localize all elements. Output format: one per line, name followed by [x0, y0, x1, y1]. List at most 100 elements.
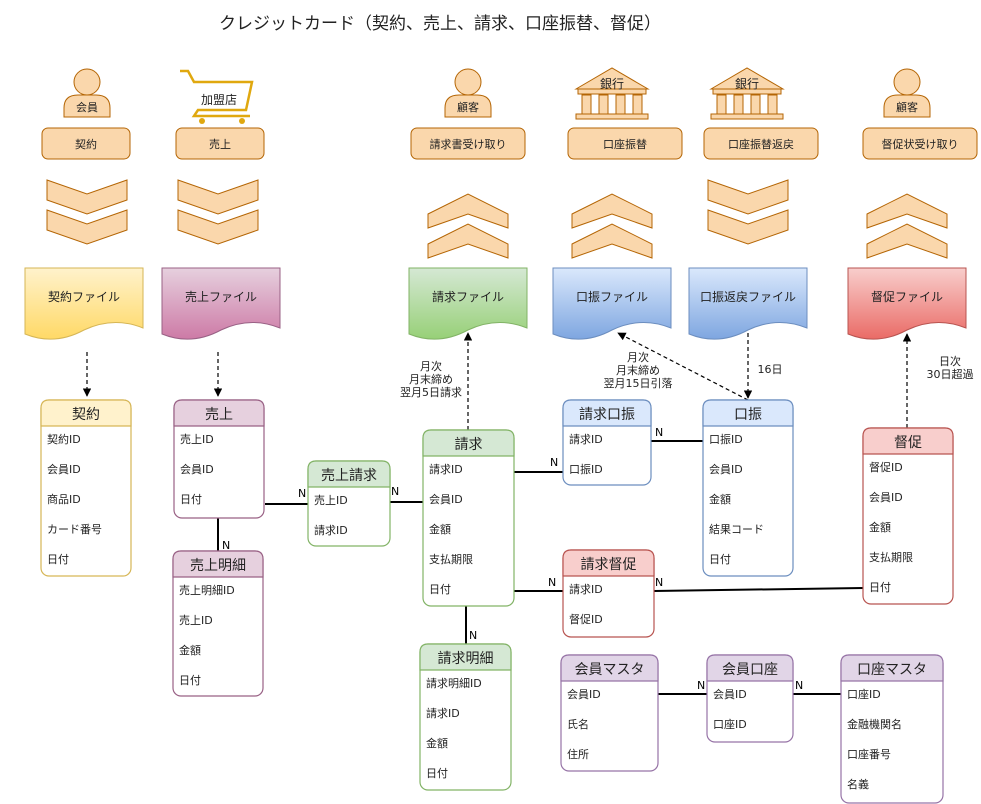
data-flows	[82, 332, 912, 430]
file-sales: 売上ファイル	[161, 267, 281, 340]
document-shape-icon	[552, 267, 672, 340]
chevron-segment	[427, 223, 509, 259]
entity-field: 日付	[709, 553, 731, 566]
entity-field: 日付	[429, 583, 451, 596]
actor-member: 会員	[63, 68, 111, 118]
entity-field: 売上ID	[179, 614, 213, 627]
entity-name: 契約	[72, 407, 100, 423]
cardinality-label: N	[697, 679, 705, 692]
entity-name: 請求	[455, 437, 483, 453]
process-label: 請求書受け取り	[430, 137, 507, 151]
bank-beam-icon	[577, 88, 647, 95]
entity-header	[562, 399, 652, 427]
chevron-row	[46, 179, 948, 259]
entity-name: 請求督促	[581, 557, 637, 573]
entity-field: 金額	[709, 492, 731, 506]
timing-note: 月次	[420, 359, 442, 373]
document-shape-icon	[161, 267, 281, 340]
chevron-segment	[177, 179, 259, 215]
chevron-segment	[866, 223, 948, 259]
process-box	[567, 127, 683, 160]
file-billing: 請求ファイル	[408, 267, 528, 340]
timing-note: 翌月15日引落	[604, 376, 673, 390]
entity-header	[172, 550, 264, 578]
entity-header	[862, 427, 954, 455]
process-sales: 売上	[175, 127, 265, 160]
actor-bank: 銀行	[574, 67, 650, 120]
entity-field: 日付	[179, 674, 201, 687]
relations	[217, 440, 864, 695]
actor-label: 銀行	[735, 77, 759, 91]
document-shape-icon	[688, 267, 808, 340]
entity-name: 口座マスタ	[857, 662, 927, 678]
timing-note: 月末締め	[616, 363, 660, 377]
entity-field: 日付	[180, 493, 202, 506]
cardinality-label: N	[550, 456, 558, 469]
bank-column-icon	[632, 94, 643, 115]
chevron-segment	[866, 193, 948, 229]
document-shape-icon	[847, 267, 967, 340]
entity-name: 売上請求	[321, 468, 377, 484]
entity-header	[840, 654, 944, 682]
actor-customer: 顧客	[883, 68, 931, 118]
entity-field: 請求ID	[314, 523, 348, 537]
chevron-segment	[177, 209, 259, 245]
entity-header	[702, 399, 794, 427]
chevron-segment	[46, 209, 128, 245]
entity-name: 会員口座	[722, 662, 778, 678]
actor-customer: 顧客	[444, 68, 492, 118]
cardinality-label: N	[222, 539, 230, 552]
bank-column-icon	[716, 94, 727, 115]
flow-transfer-transferfile	[617, 332, 749, 401]
timing-note: 16日	[758, 363, 783, 376]
process-transfer-return: 口座振替返戻	[703, 127, 819, 160]
person-icon	[883, 94, 931, 118]
process-dunning-receipt: 督促状受け取り	[862, 127, 978, 160]
entities: 契約契約ID会員ID商品IDカード番号日付売上売上ID会員ID日付売上明細売上明…	[40, 399, 954, 804]
entity-name: 督促	[894, 435, 922, 451]
actor-store: 加盟店	[180, 69, 254, 124]
entity-field: 口座ID	[713, 717, 747, 731]
entity-field: 売上ID	[314, 494, 348, 507]
entity-field: 会員ID	[713, 688, 747, 701]
chevron-segment	[707, 179, 789, 215]
entity-field: 日付	[426, 767, 448, 780]
file-label: 口振返戻ファイル	[700, 290, 796, 304]
entity-name: 売上	[205, 407, 233, 423]
entity-field: 支払期限	[429, 552, 473, 566]
entity-name: 会員マスタ	[575, 662, 645, 678]
actors: 会員 加盟店 顧客 銀行 銀行 顧客	[63, 67, 931, 124]
entity-field: 口座番号	[847, 747, 891, 761]
process-box	[41, 127, 131, 160]
file-label: 契約ファイル	[48, 289, 120, 304]
entity-field: 売上明細ID	[179, 584, 235, 597]
entity-name: 請求口振	[579, 407, 635, 423]
entity-field: 契約ID	[47, 432, 81, 446]
entity-field: 請求ID	[569, 432, 603, 446]
entity-field: 請求ID	[426, 706, 460, 720]
timing-note: 翌月5日請求	[400, 385, 462, 399]
process-contract: 契約	[41, 127, 131, 160]
process-label: 口座振替	[603, 137, 647, 151]
timing-note: 月次	[627, 350, 649, 364]
process-transfer: 口座振替	[567, 127, 683, 160]
entity-field: 売上ID	[180, 433, 214, 446]
entity-header	[40, 399, 132, 427]
file-transfer-return: 口振返戻ファイル	[688, 267, 808, 340]
cardinality-label: N	[298, 487, 306, 500]
entity-field: 口座ID	[847, 687, 881, 701]
